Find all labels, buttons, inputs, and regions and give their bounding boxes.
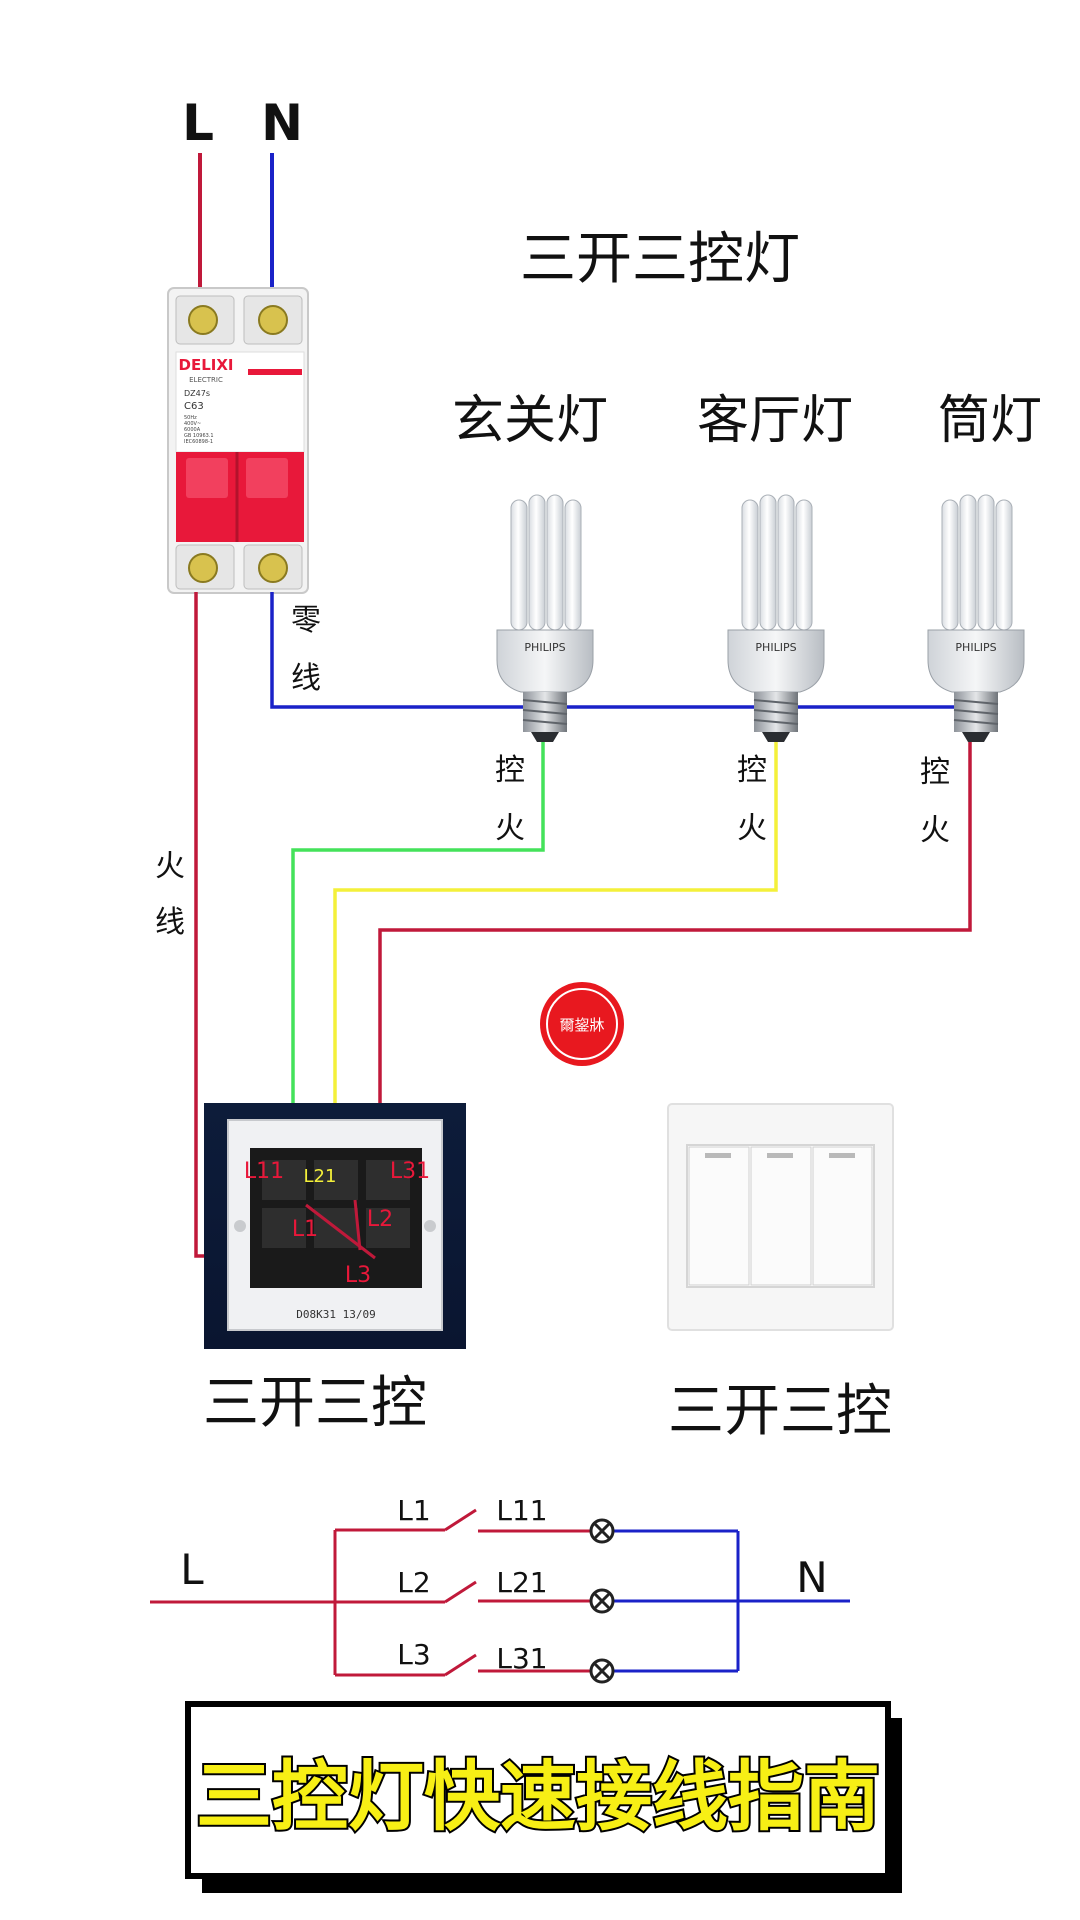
- terminal-label-l21: L21: [304, 1166, 337, 1187]
- control-label: 控: [737, 753, 767, 788]
- seal-stamp-text: 爾鋆牀: [559, 1016, 604, 1034]
- breaker-spec: 50Hz: [184, 415, 197, 421]
- lamp-symbol-icon: [589, 1518, 615, 1544]
- terminal-label-l11: L11: [244, 1159, 284, 1184]
- breaker-brand-sub: ELECTRIC: [189, 376, 223, 384]
- terminal-label-l2: L2: [367, 1207, 393, 1232]
- schematic-switch-in-label: L3: [397, 1638, 430, 1671]
- schematic-switch-out-label: L31: [496, 1642, 547, 1675]
- live-label: 线: [155, 905, 185, 940]
- breaker-l-label: L: [182, 94, 214, 152]
- banner-box: [185, 1701, 902, 1893]
- schematic-switch-out-label: L11: [496, 1494, 547, 1527]
- breaker-spec: 400V~: [184, 421, 201, 427]
- schematic-switch-in-label: L2: [397, 1566, 430, 1599]
- switch-model-code: D08K31 13/09: [296, 1308, 375, 1321]
- lamp-bulb-icon: [496, 494, 594, 743]
- lamp-brand: PHILIPS: [524, 641, 565, 654]
- switch-back-photo: [204, 1103, 466, 1349]
- schematic-n-label: N: [796, 1553, 827, 1602]
- lamp-bulb-icon: [727, 494, 825, 743]
- control-label: 控: [495, 753, 525, 788]
- neutral-wire: [270, 592, 970, 709]
- breaker-rating: C63: [184, 401, 204, 412]
- control-wire-yellow: [333, 742, 778, 1172]
- terminal-label-l3: L3: [345, 1263, 371, 1288]
- neutral-label: 线: [291, 661, 321, 696]
- control-wire-green: [291, 742, 545, 1172]
- schematic-switch-in-label: L1: [397, 1494, 430, 1527]
- breaker-spec: GB 10963.1: [184, 433, 214, 439]
- control-label: 火: [920, 813, 950, 848]
- lamp-name: 玄关灯: [452, 391, 608, 451]
- live-label: 火: [155, 849, 185, 884]
- lamp-name: 筒灯: [938, 391, 1042, 451]
- screw-icon: [258, 553, 288, 583]
- control-label: 火: [495, 811, 525, 846]
- switch-front-photo: [667, 1103, 894, 1331]
- lamp-name: 客厅灯: [697, 391, 853, 451]
- schematic-l-label: L: [180, 1545, 204, 1594]
- lamp-symbol-icon: [589, 1588, 615, 1614]
- switch-front-caption: 三开三控: [668, 1379, 892, 1444]
- banner-title: 三控灯快速接线指南: [196, 1752, 880, 1841]
- breaker-brand: DELIXI: [179, 356, 234, 374]
- breaker-spec: IEC60898-1: [184, 439, 213, 445]
- breaker-model: DZ47s: [184, 389, 210, 398]
- switch-back-caption: 三开三控: [203, 1371, 427, 1436]
- schematic-switch-out-label: L21: [496, 1566, 547, 1599]
- screw-icon: [188, 553, 218, 583]
- lamp-bulb-icon: [927, 494, 1025, 743]
- control-wire-red: [378, 742, 972, 1172]
- page-title: 三开三控灯: [520, 227, 800, 292]
- seal-stamp: [540, 982, 624, 1066]
- circuit-breaker: [167, 287, 309, 594]
- terminal-label-l31: L31: [390, 1159, 430, 1184]
- terminal-label-l1: L1: [292, 1217, 318, 1242]
- lamp-brand: PHILIPS: [755, 641, 796, 654]
- breaker-spec: 6000A: [184, 427, 201, 433]
- schematic: [150, 1508, 850, 1677]
- lamp-symbol-icon: [589, 1658, 615, 1684]
- lamp-brand: PHILIPS: [955, 641, 996, 654]
- control-label: 火: [737, 811, 767, 846]
- control-label: 控: [920, 755, 950, 790]
- neutral-label: 零: [291, 603, 321, 638]
- breaker-n-label: N: [261, 94, 303, 152]
- screw-icon: [188, 305, 218, 335]
- screw-icon: [258, 305, 288, 335]
